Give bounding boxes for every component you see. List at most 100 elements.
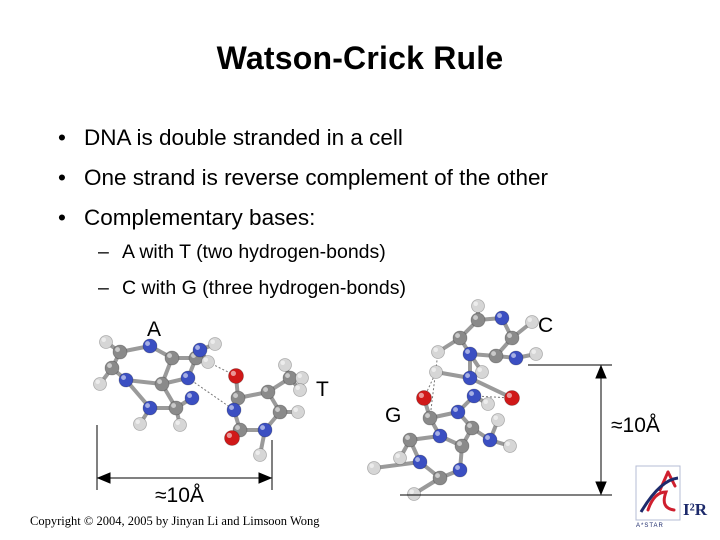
atom-highlight	[255, 450, 260, 455]
oxygen-atom	[228, 368, 244, 384]
nitrogen-atom	[118, 372, 134, 388]
hydrogen-bond	[187, 377, 235, 411]
i2r-logo-text: I²R	[683, 500, 707, 519]
carbon-atom	[454, 438, 470, 454]
hydrogen-atom	[481, 397, 495, 411]
carbon-atom	[260, 384, 276, 400]
nitrogen-atom	[142, 400, 158, 416]
carbon-atom	[104, 360, 120, 376]
atom-highlight	[101, 337, 106, 342]
atom-highlight	[115, 347, 121, 352]
atom-highlight	[369, 463, 374, 468]
hydrogen-atom	[475, 365, 489, 379]
atom-highlight	[469, 391, 474, 396]
nitrogen-atom	[508, 350, 524, 366]
atom-highlight	[483, 399, 488, 404]
hydrogen-atom	[201, 355, 215, 369]
atom-highlight	[226, 432, 232, 438]
atom-highlight	[531, 349, 536, 354]
nitrogen-atom	[450, 404, 466, 420]
nitrogen-atom	[494, 310, 510, 326]
atom-highlight	[497, 313, 502, 318]
carbon-atom	[154, 376, 170, 392]
atom-highlight	[409, 489, 414, 494]
oxygen-atom	[224, 430, 240, 446]
bullet-dot: •	[58, 125, 66, 150]
carbon-atom	[470, 312, 486, 328]
atom-highlight	[171, 403, 176, 408]
atom-highlight	[293, 407, 298, 412]
atom-highlight	[295, 385, 300, 390]
hydrogen-atom	[471, 299, 485, 313]
atom-highlight	[415, 457, 420, 462]
nitrogen-atom	[462, 370, 478, 386]
atom-highlight	[435, 431, 440, 436]
bullet-text: One strand is reverse complement of the …	[84, 165, 548, 190]
atom-highlight	[195, 345, 200, 350]
carbon-atom	[112, 344, 128, 360]
atom-highlight	[395, 453, 400, 458]
carbon-atom	[488, 348, 504, 364]
hydrogen-atom	[133, 417, 147, 431]
atom-highlight	[263, 387, 268, 392]
carbon-atom	[272, 404, 288, 420]
bullet-dot: •	[58, 205, 66, 230]
hydrogen-atom	[367, 461, 381, 475]
base-label-c: C	[538, 314, 554, 337]
atom-highlight	[507, 333, 512, 338]
bullet-item: • Complementary bases:	[58, 198, 548, 238]
carbon-atom	[402, 432, 418, 448]
nitrogen-atom	[462, 346, 478, 362]
atom-highlight	[230, 370, 236, 376]
carbon-atom	[282, 370, 298, 386]
atom-highlight	[175, 420, 181, 425]
atom-highlight	[183, 373, 188, 378]
hydrogen-atom	[525, 315, 539, 329]
atom-highlight	[233, 393, 238, 398]
atom-highlight	[455, 333, 460, 338]
sub-bullet-item: – A with T (two hydrogen-bonds)	[98, 234, 406, 270]
astar-logo-text: A*STAR	[636, 523, 664, 529]
measure-label-left: ≈10Å	[155, 484, 204, 507]
atom-highlight	[435, 473, 440, 478]
base-label-a: A	[147, 318, 162, 341]
hydrogen-atom	[173, 418, 187, 432]
carbon-atom	[452, 330, 468, 346]
atom-highlight	[135, 419, 141, 424]
nitrogen-atom	[466, 388, 482, 404]
sub-bullet-list: – A with T (two hydrogen-bonds) – C with…	[98, 234, 406, 306]
hydrogen-atom	[253, 448, 267, 462]
atom-highlight	[477, 367, 482, 372]
hydrogen-atom	[431, 345, 445, 359]
bullet-text: DNA is double stranded in a cell	[84, 125, 403, 150]
bullet-dot: •	[58, 165, 66, 190]
hydrogen-atom	[491, 413, 505, 427]
atom-highlight	[473, 301, 478, 306]
oxygen-atom	[416, 390, 432, 406]
atom-highlight	[418, 392, 424, 398]
nitrogen-atom	[482, 432, 498, 448]
base-label-g: G	[385, 404, 402, 427]
bullet-text: Complementary bases:	[84, 205, 316, 230]
atom-highlight	[145, 341, 150, 346]
nitrogen-atom	[184, 390, 200, 406]
atom-highlight	[453, 407, 458, 412]
nitrogen-atom	[257, 422, 273, 438]
hydrogen-atom	[291, 405, 305, 419]
hydrogen-atom	[529, 347, 543, 361]
dash-glyph: –	[98, 240, 109, 263]
hydrogen-atom	[93, 377, 107, 391]
carbon-atom	[464, 420, 480, 436]
atom-highlight	[491, 351, 496, 356]
atom-highlight	[405, 435, 410, 440]
atom-highlight	[187, 393, 192, 398]
atom-highlight	[467, 423, 472, 428]
copyright-text: Copyright © 2004, 2005 by Jinyan Li and …	[30, 514, 320, 528]
atom-highlight	[229, 405, 234, 410]
hydrogen-atom	[429, 365, 443, 379]
base-label-t: T	[316, 378, 329, 401]
carbon-atom	[164, 350, 180, 366]
atom-highlight	[203, 357, 209, 362]
atom-highlight	[505, 441, 510, 446]
